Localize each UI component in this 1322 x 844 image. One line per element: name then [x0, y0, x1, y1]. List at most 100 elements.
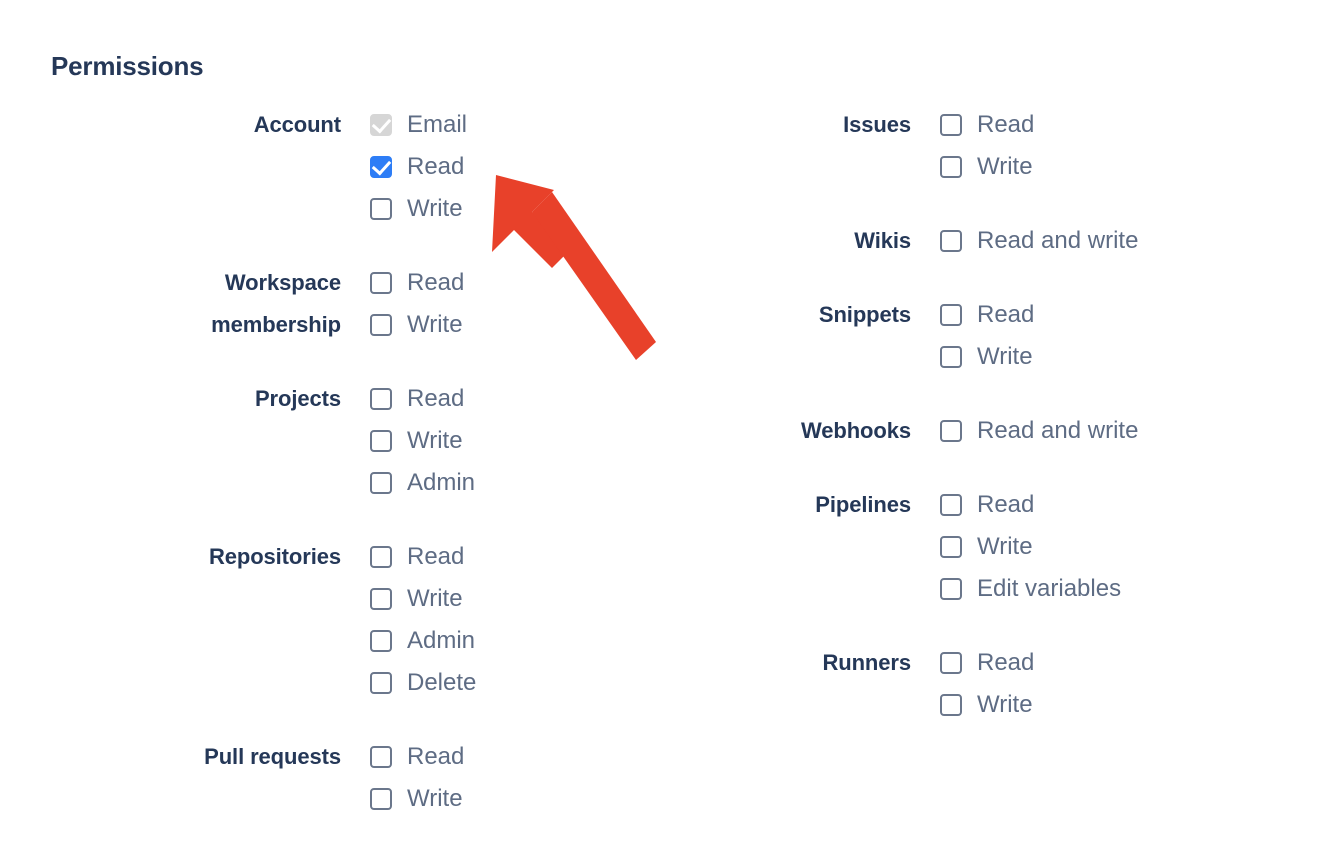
permission-option-label: Read	[977, 649, 1035, 676]
permission-option-label: Read	[407, 743, 465, 770]
checkbox-write[interactable]	[940, 156, 962, 178]
permission-option-row[interactable]: Read and write	[940, 410, 1138, 452]
permission-option-label: Read and write	[977, 417, 1139, 444]
permission-group-label-line: Snippets	[818, 302, 911, 327]
checkbox-read-and-write[interactable]	[940, 420, 962, 442]
permission-option-row[interactable]: Read	[370, 536, 476, 578]
permission-option-row[interactable]: Delete	[370, 662, 476, 704]
permission-option-label: Delete	[407, 669, 477, 696]
permission-group: Webhooks Read and write	[660, 410, 1322, 452]
checkbox-write[interactable]	[940, 346, 962, 368]
permission-option-label: Read	[407, 269, 465, 296]
permission-option-row[interactable]: Read	[940, 294, 1034, 336]
permission-option-label: Write	[407, 785, 463, 812]
permission-option-row[interactable]: Write	[940, 684, 1034, 726]
checkbox-read[interactable]	[370, 155, 392, 178]
permission-option-row[interactable]: Read	[940, 484, 1121, 526]
permission-option-row[interactable]: Write	[370, 778, 464, 820]
permission-option-list: Read and write	[911, 220, 1138, 262]
permission-group-label-line: Runners	[822, 650, 911, 675]
permission-option-row[interactable]: Read	[370, 146, 467, 188]
permission-option-row[interactable]: Read	[370, 736, 464, 778]
checkmark-icon	[371, 113, 392, 134]
checkbox-write[interactable]	[370, 788, 392, 810]
checkbox-read[interactable]	[370, 272, 392, 294]
checkbox-read[interactable]	[940, 114, 962, 136]
checkbox-admin[interactable]	[370, 630, 392, 652]
permission-option-label: Write	[977, 153, 1033, 180]
permission-option-row[interactable]: Admin	[370, 462, 475, 504]
checkbox-read[interactable]	[940, 494, 962, 516]
checkbox-write[interactable]	[940, 694, 962, 716]
permission-option-row[interactable]: Email	[370, 104, 467, 146]
permission-option-row[interactable]: Write	[940, 526, 1121, 568]
checkbox-write[interactable]	[370, 588, 392, 610]
checkbox-write[interactable]	[370, 198, 392, 220]
permission-group-label: Repositories	[0, 536, 341, 578]
permission-group-label-line: Projects	[254, 386, 341, 411]
permission-group-label: Runners	[660, 642, 911, 684]
permission-option-row[interactable]: Write	[370, 304, 464, 346]
permission-group-label: Pull requests	[0, 736, 341, 778]
permission-group-label-line: membership	[211, 312, 341, 337]
permission-group-label: Workspace membership	[0, 262, 341, 346]
checkbox-read[interactable]	[940, 652, 962, 674]
permission-option-row[interactable]: Read and write	[940, 220, 1138, 262]
checkbox-admin[interactable]	[370, 472, 392, 494]
permission-option-label: Read	[407, 153, 465, 180]
permission-option-row[interactable]: Read	[940, 104, 1034, 146]
permission-option-label: Write	[407, 427, 463, 454]
permission-group-label: Wikis	[660, 220, 911, 262]
permission-group-label: Snippets	[660, 294, 911, 336]
permission-option-label: Write	[977, 343, 1033, 370]
permission-option-label: Read	[977, 491, 1035, 518]
permission-option-row[interactable]: Edit variables	[940, 568, 1121, 610]
checkbox-delete[interactable]	[370, 672, 392, 694]
permission-option-row[interactable]: Write	[370, 188, 467, 230]
permission-option-row[interactable]: Admin	[370, 620, 476, 662]
permission-option-row[interactable]: Write	[370, 420, 475, 462]
permission-option-row[interactable]: Read	[940, 642, 1034, 684]
permission-group-label-line: Workspace	[224, 270, 341, 295]
permission-group-label-line: Account	[253, 112, 341, 137]
permission-option-row[interactable]: Write	[940, 336, 1034, 378]
checkbox-read[interactable]	[370, 546, 392, 568]
checkbox-write[interactable]	[940, 536, 962, 558]
permission-option-row[interactable]: Read	[370, 378, 475, 420]
permission-option-list: Read and write	[911, 410, 1138, 452]
permission-option-label: Admin	[407, 627, 476, 654]
checkbox-read[interactable]	[370, 388, 392, 410]
permission-group-label-line: Wikis	[854, 228, 911, 253]
checkbox-edit-variables[interactable]	[940, 578, 962, 600]
checkbox-read[interactable]	[940, 304, 962, 326]
permission-option-row[interactable]: Read	[370, 262, 464, 304]
page-title: Permissions	[51, 51, 204, 81]
checkmark-icon	[371, 155, 392, 176]
permission-group-label-line: Webhooks	[800, 418, 911, 443]
permission-option-row[interactable]: Write	[370, 578, 476, 620]
permission-group-label-line: Pipelines	[815, 492, 911, 517]
checkbox-write[interactable]	[370, 314, 392, 336]
permission-option-label: Write	[977, 533, 1033, 560]
checkbox-read-and-write[interactable]	[940, 230, 962, 252]
permission-option-label: Write	[407, 311, 463, 338]
checkbox-write[interactable]	[370, 430, 392, 452]
permission-option-row[interactable]: Write	[940, 146, 1034, 188]
permission-option-label: Read and write	[977, 227, 1139, 254]
checkbox-read[interactable]	[370, 746, 392, 768]
